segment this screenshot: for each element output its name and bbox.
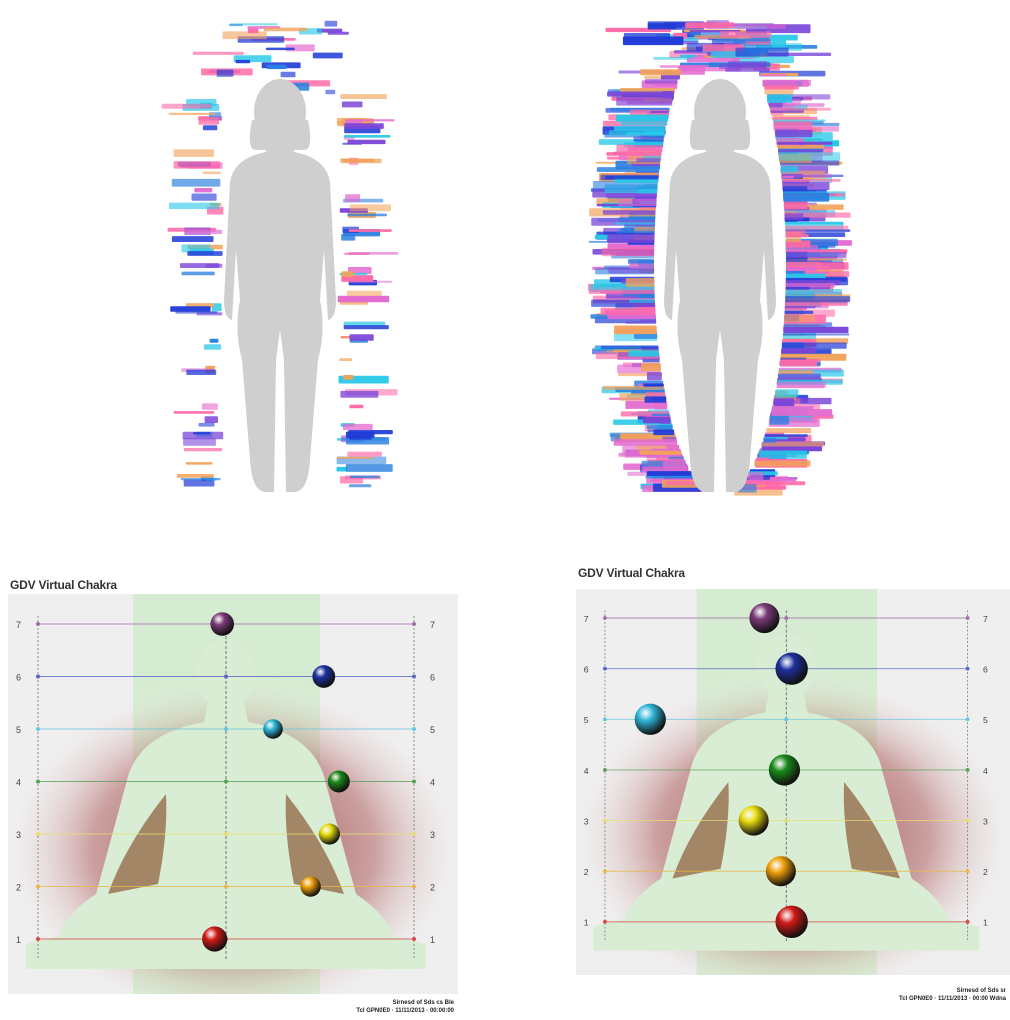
level-label-left: 3 <box>584 816 589 826</box>
level-label-left: 4 <box>16 778 21 788</box>
level-label-left: 7 <box>16 620 21 630</box>
level-label-right: 5 <box>983 715 988 725</box>
chakra-sphere-level-4 <box>769 754 800 785</box>
body-silhouette <box>224 79 336 492</box>
chakra-sphere-level-1 <box>202 926 227 951</box>
footer-line-2: Tcl GPN0E0 · 11/11/2013 · 00:00:00 <box>356 1008 454 1014</box>
level-label-left: 6 <box>584 665 589 675</box>
chakra-sphere-level-7 <box>210 612 234 636</box>
chakra-sphere-level-3 <box>319 823 340 844</box>
footer-line-1: Sirnesd of Sds sr <box>957 988 1006 994</box>
level-label-left: 5 <box>584 715 589 725</box>
level-label-right: 3 <box>430 830 435 840</box>
level-label-right: 2 <box>430 883 435 893</box>
chakra-chart-right: 1 1 2 2 3 3 4 4 5 5 6 6 7 7 <box>576 582 1010 982</box>
level-label-left: 2 <box>584 867 589 877</box>
aura-figure-left <box>0 0 505 520</box>
chakra-sphere-level-2 <box>766 856 796 886</box>
chakra-sphere-level-6 <box>775 652 807 684</box>
level-label-right: 2 <box>983 867 988 877</box>
level-label-right: 6 <box>430 673 435 683</box>
level-label-left: 2 <box>16 883 21 893</box>
chakra-sphere-level-1 <box>775 906 807 938</box>
level-label-right: 4 <box>430 778 435 788</box>
aura-image-left <box>0 0 505 520</box>
level-label-left: 6 <box>16 673 21 683</box>
chakra-sphere-level-6 <box>312 665 335 688</box>
level-label-right: 7 <box>430 620 435 630</box>
chakra-sphere-level-5 <box>635 704 666 735</box>
chakra-panel-right: GDV Virtual Chakra 1 1 2 2 3 3 4 4 5 5 6 6 7 7 Sirnes… <box>576 548 1010 1008</box>
level-label-left: 1 <box>16 935 21 945</box>
level-label-right: 4 <box>983 766 988 776</box>
level-label-left: 4 <box>584 766 589 776</box>
chakra-sphere-level-2 <box>300 876 320 896</box>
chakra-sphere-level-5 <box>263 719 283 739</box>
level-label-left: 5 <box>16 725 21 735</box>
level-label-right: 7 <box>983 614 988 624</box>
body-silhouette <box>664 79 776 492</box>
chakra-panel-left: GDV Virtual Chakra 1 1 2 2 3 3 4 4 5 5 6 6 7 7 Sirnes… <box>8 560 458 1020</box>
chakra-sphere-level-3 <box>739 806 769 836</box>
chakra-sphere-level-4 <box>328 771 350 793</box>
chakra-chart-left: 1 1 2 2 3 3 4 4 5 5 6 6 7 7 <box>8 594 458 994</box>
level-label-left: 1 <box>584 918 589 928</box>
level-label-left: 3 <box>16 830 21 840</box>
level-label-right: 6 <box>983 665 988 675</box>
level-label-right: 5 <box>430 725 435 735</box>
aura-figure-right <box>505 0 1010 520</box>
level-label-right: 3 <box>983 816 988 826</box>
aura-image-right <box>505 0 1010 520</box>
chakra-title: GDV Virtual Chakra <box>578 566 685 580</box>
chakra-title: GDV Virtual Chakra <box>10 578 117 592</box>
chakra-sphere-level-7 <box>749 603 779 633</box>
footer-line-1: Sirnesd of Sds cs Ble <box>393 1000 454 1006</box>
footer-line-2: Tcl GPN0E0 · 11/11/2013 · 00:00 Wdna <box>899 996 1006 1002</box>
level-label-right: 1 <box>983 918 988 928</box>
level-label-right: 1 <box>430 935 435 945</box>
level-label-left: 7 <box>584 614 589 624</box>
